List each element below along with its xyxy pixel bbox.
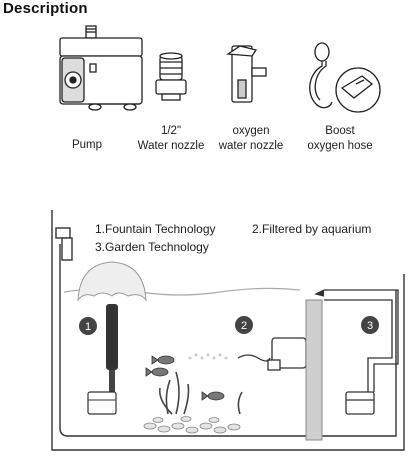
gravel [143, 416, 241, 434]
tech-filter: 2.Filtered by aquarium [252, 222, 372, 236]
marker-1-label: 1 [85, 321, 91, 333]
tank-outline [51, 210, 405, 451]
boost-hose-caption: Boost oxygen hose [307, 125, 373, 152]
aquarium-diagram: 1 2 3 [51, 210, 405, 451]
marker-3-label: 3 [367, 320, 373, 332]
filter-illustration [237, 337, 307, 371]
water-nozzle-illustration [155, 52, 187, 101]
marker-2-label: 2 [241, 320, 247, 332]
plants [158, 371, 243, 415]
marker-1 [79, 317, 97, 335]
partition-wall [305, 299, 323, 441]
pump-caption: Pump [71, 139, 103, 151]
markers: 1 2 3 [79, 316, 379, 335]
oxygen-nozzle-caption: oxygen water nozzle [218, 125, 284, 152]
bubbles [188, 353, 228, 360]
garden-pump-illustration [314, 289, 399, 415]
parts-illustrations [59, 25, 381, 113]
boost-hose-illustration [309, 42, 381, 113]
water-nozzle-caption: 1/2" Water nozzle [137, 125, 205, 152]
fountain-illustration [77, 261, 147, 415]
tech-garden: 3.Garden Technology [95, 240, 209, 254]
tech-fountain: 1.Fountain Technology [95, 222, 216, 236]
fish [145, 355, 225, 401]
marker-3 [361, 316, 379, 334]
marker-2 [235, 316, 253, 334]
page-title: Description [3, 0, 88, 17]
oxygen-nozzle-illustration [226, 45, 267, 103]
pump-illustration [59, 25, 143, 111]
